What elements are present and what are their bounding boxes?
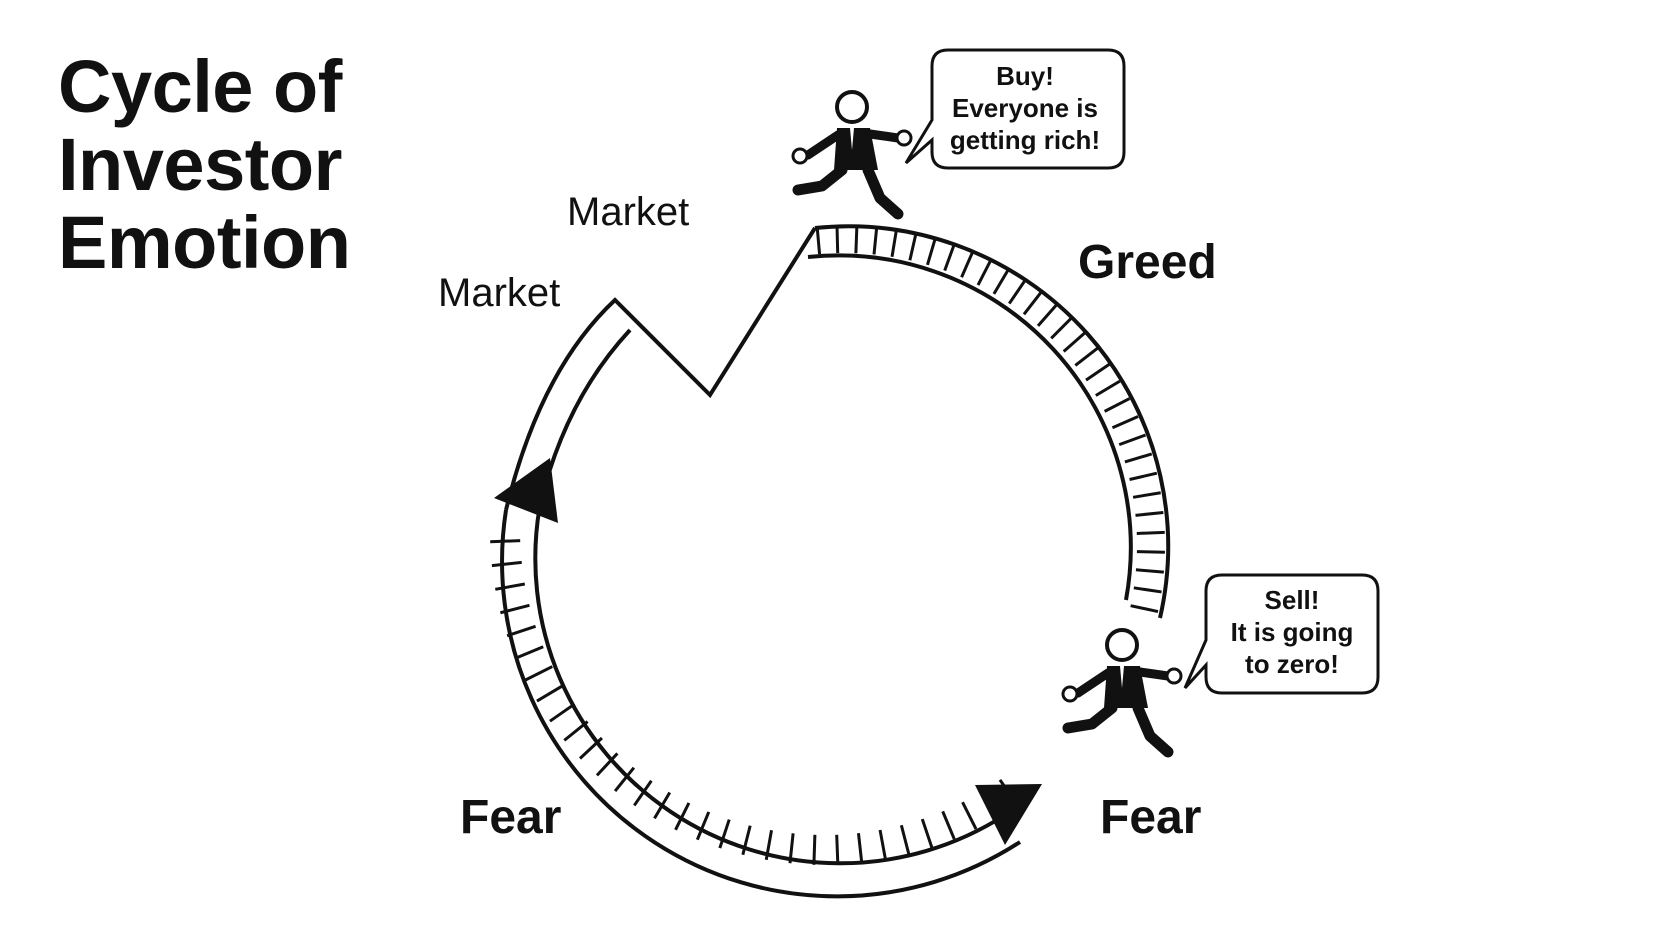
ladder-rung xyxy=(878,829,887,860)
buyer-running-businessman-icon xyxy=(791,90,913,220)
ladder-rung xyxy=(941,810,956,840)
market-label-top: Market xyxy=(567,190,689,234)
buy-speech-bubble: Buy! Everyone is getting rich! xyxy=(904,48,1126,170)
ladder-rung xyxy=(943,243,956,272)
ladder-rung xyxy=(976,259,993,286)
ladder-rung xyxy=(920,818,934,848)
ladder-rung xyxy=(1135,510,1164,517)
ladder-rung xyxy=(1085,363,1110,382)
ladder-rung xyxy=(514,645,544,660)
sell-bubble-line-2: It is going xyxy=(1231,617,1354,647)
ladder-rung xyxy=(835,834,840,865)
ladder-rung xyxy=(718,819,731,849)
ladder-rung xyxy=(578,736,603,760)
buy-bubble-line-1: Buy! xyxy=(996,61,1054,91)
ladder-rung xyxy=(695,811,711,841)
ladder-rung xyxy=(1133,586,1162,594)
ladder-rung xyxy=(854,225,859,254)
ladder-rung xyxy=(1022,291,1043,316)
fear-track xyxy=(490,504,1022,899)
ladder-rung xyxy=(1132,491,1161,499)
arrowhead-left-icon xyxy=(494,458,558,523)
ladder-rung xyxy=(961,801,978,830)
ladder-rung xyxy=(926,237,937,266)
ladder-rung xyxy=(741,825,752,856)
ladder-rung xyxy=(1062,331,1086,353)
ladder-rung xyxy=(495,582,526,591)
ladder-rung xyxy=(1095,379,1121,397)
ladder-rung xyxy=(1129,471,1158,481)
ladder-rung xyxy=(613,766,636,793)
buy-bubble-line-3: getting rich! xyxy=(950,125,1100,155)
ladder-rung xyxy=(812,834,817,865)
greed-track xyxy=(807,224,1171,619)
ladder-rung xyxy=(908,232,918,261)
ladder-rung xyxy=(536,684,564,703)
ladder-rung xyxy=(500,603,530,615)
ladder-rung xyxy=(1074,347,1099,367)
ladder-rung xyxy=(1136,550,1165,554)
ladder-rung xyxy=(992,268,1010,295)
ladder-rung xyxy=(1103,397,1131,413)
ladder-rung xyxy=(1118,433,1147,447)
page-title: Cycle of Investor Emotion xyxy=(58,45,351,284)
buy-bubble-line-2: Everyone is xyxy=(952,93,1098,123)
greed-label: Greed xyxy=(1078,236,1217,289)
ladder-rung xyxy=(872,226,879,255)
ladder-rung xyxy=(1050,317,1073,340)
ladder-rung xyxy=(506,624,537,638)
ladder-rung xyxy=(674,802,691,831)
ladder-rung xyxy=(653,791,672,820)
ladder-rung xyxy=(960,251,975,278)
ladder-rung xyxy=(764,830,773,861)
ladder-rung xyxy=(1130,604,1159,613)
sell-speech-bubble: Sell! It is going to zero! xyxy=(1183,573,1380,695)
ladder-rung xyxy=(491,560,522,568)
ladder-rung xyxy=(856,832,864,864)
ladder-rung xyxy=(815,226,822,255)
seller-running-businessman-icon xyxy=(1061,628,1183,758)
ladder-rung xyxy=(490,539,521,544)
title-line-2: Investor xyxy=(58,123,342,206)
ladder-rung xyxy=(788,833,795,864)
ladder-rung xyxy=(595,752,619,777)
ladder-rung xyxy=(890,228,899,258)
title-line-3: Emotion xyxy=(58,201,351,284)
market-label-left: Market xyxy=(438,271,560,315)
ladder-rung xyxy=(549,702,576,723)
fear-label-right: Fear xyxy=(1100,791,1201,844)
sell-bubble-line-3: to zero! xyxy=(1245,649,1339,679)
ladder-rung xyxy=(1111,415,1139,430)
arrowhead-bottom-icon xyxy=(975,784,1042,845)
ladder-rung xyxy=(1036,303,1058,327)
ladder-rung xyxy=(1008,279,1027,305)
ladder-rung xyxy=(633,779,653,807)
ladder-rung xyxy=(1124,452,1153,464)
ladder-rung xyxy=(899,824,911,855)
ladder-rung xyxy=(524,665,553,682)
ladder-rung xyxy=(1135,568,1164,574)
fear-label-left: Fear xyxy=(460,791,561,844)
ladder-rung xyxy=(835,225,840,254)
sell-bubble-line-1: Sell! xyxy=(1265,585,1320,615)
title-line-1: Cycle of xyxy=(58,45,342,128)
ladder-rung xyxy=(563,720,589,742)
ladder-rung xyxy=(1136,530,1165,535)
